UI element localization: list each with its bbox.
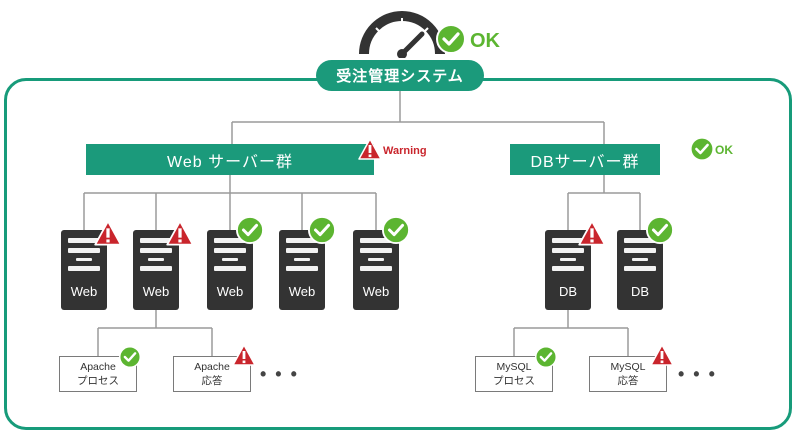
ok-check-icon [535,346,557,368]
system-title: 受注管理システム [316,60,484,91]
process-metric: 応答 [201,375,223,387]
ok-check-icon [382,216,410,244]
ok-check-icon [236,216,264,244]
server-label: DB [558,284,578,299]
warning-icon [358,138,382,160]
db-server: DB [545,230,591,310]
warning-icon [578,220,606,246]
more-processes-ellipsis: • • • [260,364,299,384]
speedometer-gauge-icon [359,11,445,58]
process-name: Apache [80,361,116,373]
server-label: Web [362,284,390,299]
warning-icon [94,220,122,246]
process-name: MySQL [610,361,646,373]
db-group-status-text: OK [715,143,733,157]
warning-icon [232,344,256,366]
ok-check-icon [308,216,336,244]
overall-status-text: OK [470,30,500,52]
web-server: Web [279,230,325,310]
process-box: Apache プロセス [59,356,137,392]
ok-check-icon [119,346,141,368]
process-metric: プロセス [77,375,119,387]
server-label: Web [216,284,244,299]
ok-check-icon [436,24,466,54]
ok-check-icon [646,216,674,244]
process-metric: プロセス [493,375,535,387]
server-label: DB [630,284,650,299]
web-server-group-title: Web サーバー群 [86,144,374,175]
process-name: Apache [194,361,230,373]
db-server: DB [617,230,663,310]
process-box: MySQL プロセス [475,356,553,392]
ok-check-icon [690,137,714,161]
web-group-status-text: Warning [383,145,427,157]
server-label: Web [142,284,170,299]
warning-icon [650,344,674,366]
server-label: Web [70,284,98,299]
process-box: MySQL 応答 [589,356,667,392]
web-server: Web [353,230,399,310]
process-metric: 応答 [617,375,639,387]
web-server: Web [207,230,253,310]
db-server-group-title: DBサーバー群 [510,144,660,175]
server-label: Web [288,284,316,299]
more-processes-ellipsis: • • • [678,364,717,384]
warning-icon [166,220,194,246]
process-name: MySQL [496,361,532,373]
